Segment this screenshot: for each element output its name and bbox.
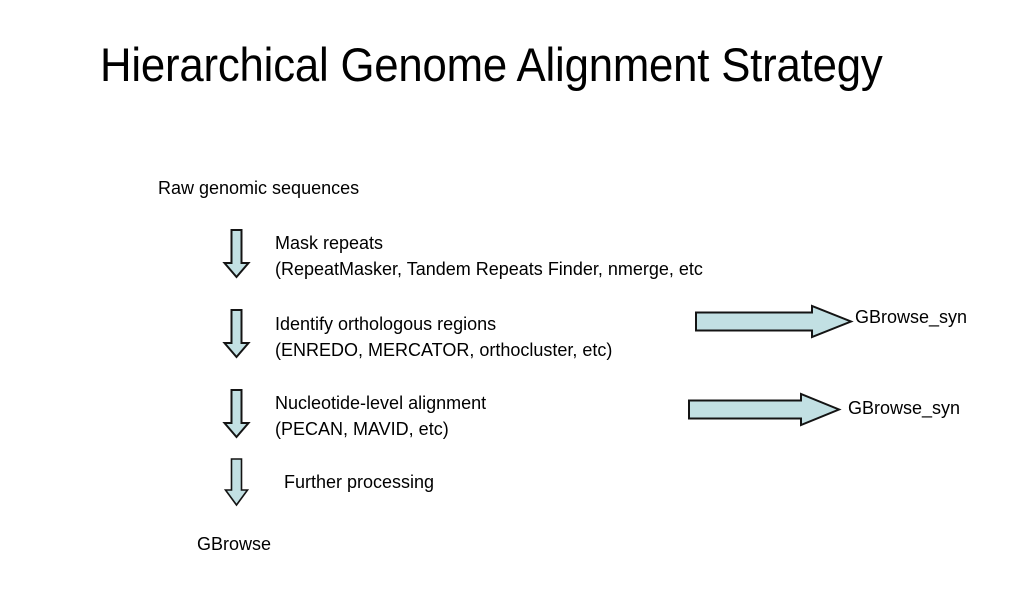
page-title: Hierarchical Genome Alignment Strategy: [100, 38, 883, 91]
step-text-further-processing: Further processing: [284, 469, 434, 495]
branch-label-gbrowse-syn-1: GBrowse_syn: [855, 307, 968, 327]
step-text-mask-repeats: Mask repeats (RepeatMasker, Tandem Repea…: [275, 230, 703, 282]
step-line-primary: Further processing: [284, 472, 435, 492]
step-line-primary: Mask repeats: [275, 233, 384, 253]
step-line-primary: Identify orthologous regions: [275, 314, 497, 334]
arrow-right-icon-1: [694, 304, 854, 342]
step-line-secondary: (PECAN, MAVID, etc): [275, 419, 449, 439]
flow-start-label: Raw genomic sequences: [158, 178, 360, 198]
step-text-nucleotide-level-alignment: Nucleotide-level alignment (PECAN, MAVID…: [275, 390, 486, 442]
branch-label-gbrowse-syn-2: GBrowse_syn: [848, 398, 961, 418]
arrow-down-icon-3: [222, 388, 252, 440]
step-line-primary: Nucleotide-level alignment: [275, 393, 487, 413]
arrow-right-icon-2: [687, 392, 842, 430]
flow-end-label: GBrowse: [197, 534, 272, 554]
step-line-secondary: (RepeatMasker, Tandem Repeats Finder, nm…: [275, 259, 703, 279]
step-line-secondary: (ENREDO, MERCATOR, orthocluster, etc): [275, 340, 613, 360]
arrow-down-icon-2: [222, 308, 252, 360]
arrow-down-icon-1: [222, 228, 252, 280]
arrow-down-icon-4: [222, 457, 252, 507]
step-text-identify-orthologous-regions: Identify orthologous regions (ENREDO, ME…: [275, 311, 612, 363]
